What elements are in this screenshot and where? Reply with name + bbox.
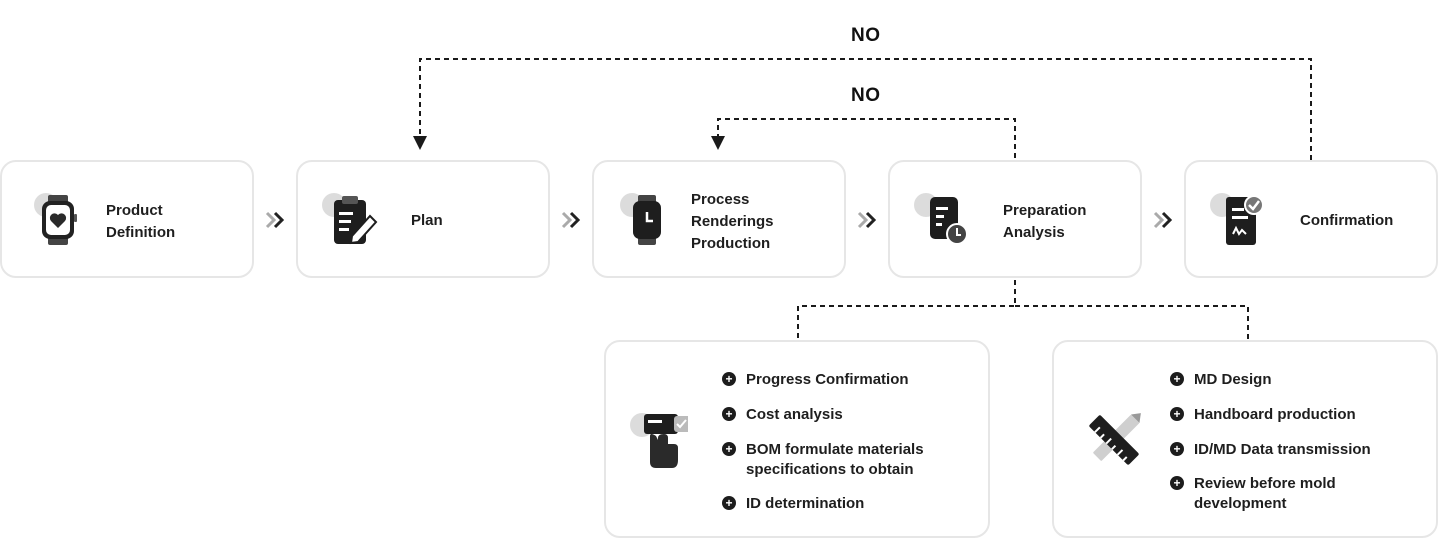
document-clock-icon [912,190,972,250]
detail-item: + Cost analysis [722,405,843,425]
detail-item: + ID/MD Data transmission [1170,440,1371,460]
loop-inner-line [717,118,1016,158]
step-label: Product Definition [106,202,176,241]
detail-text: Cost analysis [746,406,843,423]
step-card-plan: Plan [296,160,550,278]
detail-text: ID determination [746,495,865,512]
certificate-check-icon [1208,190,1268,250]
plus-icon: + [1170,476,1184,490]
step-card-product-definition: Product Definition [0,160,254,278]
plus-icon: + [722,496,736,510]
detail-text: Review before mold development [1194,475,1336,512]
detail-item: + MD Design [1170,370,1272,390]
step-label: Confirmation [1300,212,1394,229]
step-card-confirmation: Confirmation [1184,160,1438,278]
branch-line [797,280,1249,340]
smartwatch-clock-icon [618,190,678,250]
loop-outer-line [419,58,1312,160]
detail-item: + Review before mold development [1170,474,1336,514]
plus-icon: + [1170,372,1184,386]
touch-screen-icon [628,410,692,470]
step-card-preparation-analysis: Preparation Analysis [888,160,1142,278]
detail-text: Progress Confirmation [746,371,909,388]
detail-item: + Handboard production [1170,405,1356,425]
loop-label-no: NO [851,85,881,106]
detail-text: MD Design [1194,371,1272,388]
plus-icon: + [1170,407,1184,421]
chevron-right-icon [265,211,285,229]
step-label: Preparation Analysis [1003,202,1087,241]
step-label: Plan [411,212,443,229]
detail-item: + BOM formulate materials specifications… [722,440,924,480]
loop-label-no: NO [851,25,881,46]
arrowhead-down [413,136,427,150]
detail-card-preparation: + Progress Confirmation + Cost analysis … [604,340,990,538]
detail-item: + Progress Confirmation [722,370,909,390]
step-label: Process Renderings Production [691,191,774,252]
step-card-process-renderings: Process Renderings Production [592,160,846,278]
clipboard-pen-icon [320,190,380,250]
detail-text: Handboard production [1194,406,1356,423]
pencil-ruler-icon [1084,410,1144,470]
arrowhead-down [711,136,725,150]
plus-icon: + [722,407,736,421]
detail-text: BOM formulate materials specifications t… [746,441,924,478]
chevron-right-icon [561,211,581,229]
detail-text: ID/MD Data transmission [1194,441,1371,458]
plus-icon: + [722,372,736,386]
chevron-right-icon [857,211,877,229]
chevron-right-icon [1153,211,1173,229]
smartwatch-heart-icon [30,190,90,250]
plus-icon: + [722,442,736,456]
plus-icon: + [1170,442,1184,456]
detail-card-confirmation: + MD Design + Handboard production + ID/… [1052,340,1438,538]
detail-item: + ID determination [722,494,864,514]
